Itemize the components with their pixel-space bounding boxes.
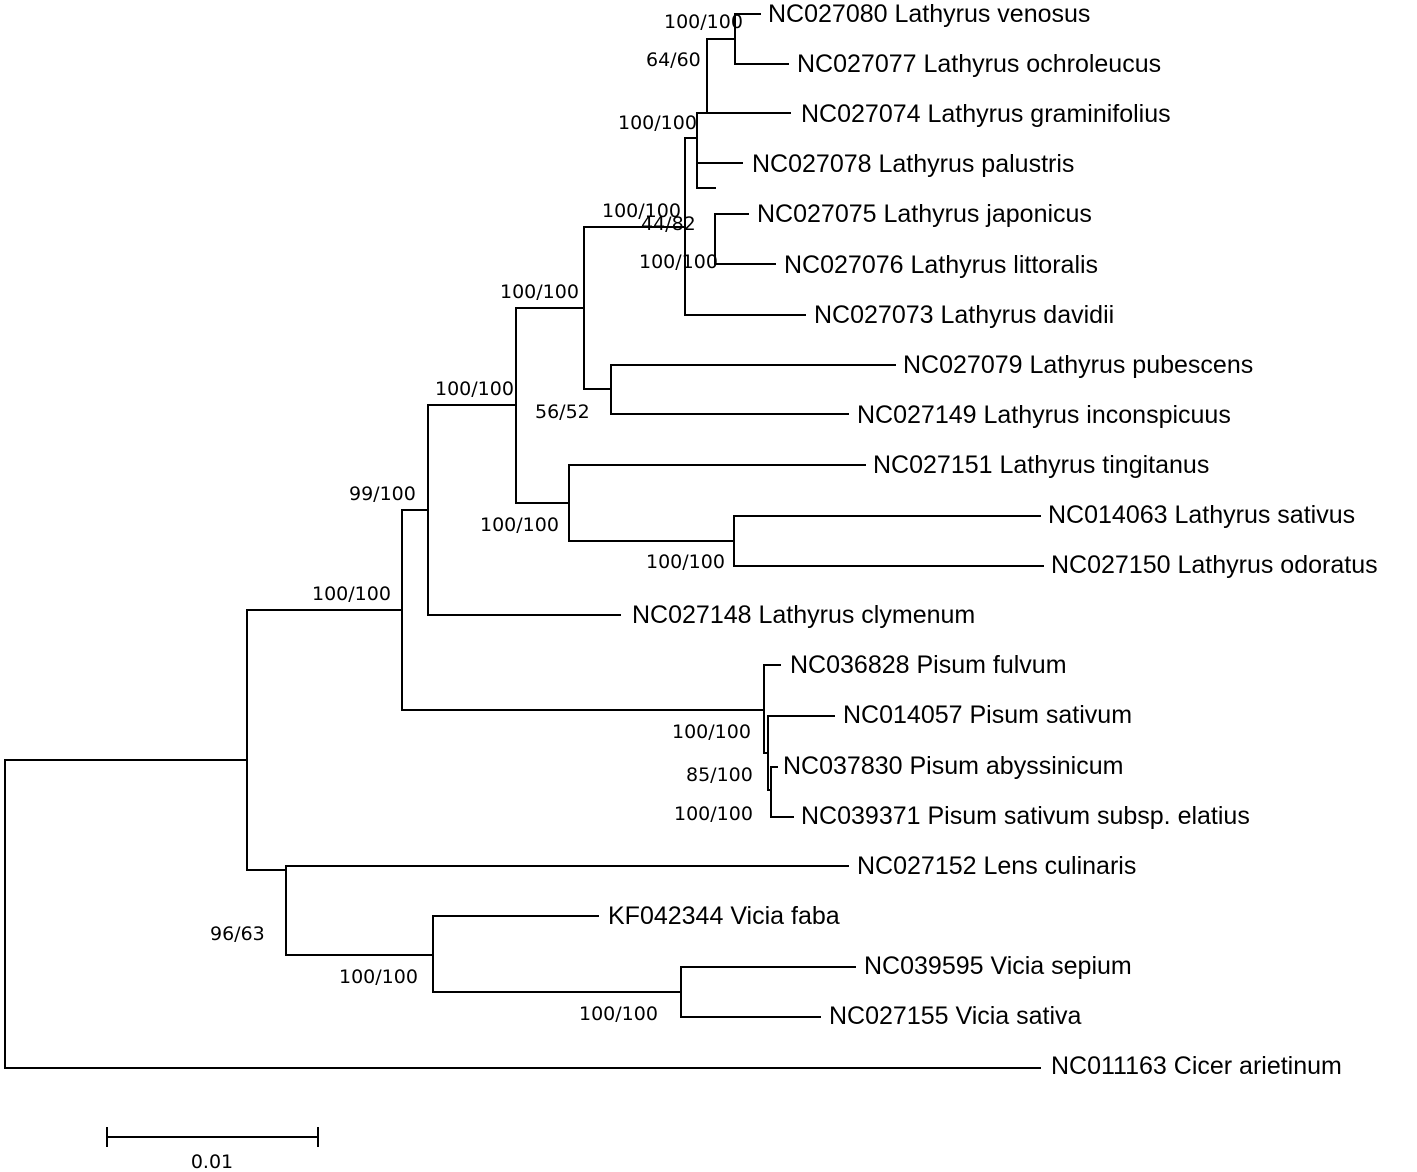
support-value: 100/100 <box>674 803 753 825</box>
support-value: 100/100 <box>435 378 514 400</box>
support-value: 99/100 <box>349 483 416 505</box>
taxon-label-vicia-sepium: NC039595 Vicia sepium <box>864 952 1132 980</box>
taxon-label-lathyrus-inconspicuus: NC027149 Lathyrus inconspicuus <box>857 401 1231 429</box>
support-value: 100/100 <box>646 551 725 573</box>
taxon-label-lathyrus-littoralis: NC027076 Lathyrus littoralis <box>784 251 1098 279</box>
support-value: 64/60 <box>646 49 701 71</box>
support-value: 100/100 <box>339 966 418 988</box>
taxon-label-lathyrus-ochroleucus: NC027077 Lathyrus ochroleucus <box>797 50 1161 78</box>
taxon-label-lathyrus-davidii: NC027073 Lathyrus davidii <box>814 301 1114 329</box>
taxon-label-vicia-sativa: NC027155 Vicia sativa <box>829 1002 1082 1030</box>
support-value: 96/63 <box>210 923 265 945</box>
support-value: 100/100 <box>480 514 559 536</box>
support-value: 100/100 <box>664 11 743 33</box>
support-value: 100/100 <box>579 1003 658 1025</box>
support-value: 100/100 <box>500 281 579 303</box>
taxon-label-pisum-sativum: NC014057 Pisum sativum <box>843 701 1132 729</box>
taxon-label-lathyrus-odoratus: NC027150 Lathyrus odoratus <box>1051 551 1378 579</box>
tree-branches <box>4 13 1044 1069</box>
taxon-labels: NC027080 Lathyrus venosus NC027077 Lathy… <box>608 0 1378 1080</box>
scale-bar: 0.01 <box>106 1127 319 1172</box>
taxon-label-lens-culinaris: NC027152 Lens culinaris <box>857 852 1136 880</box>
taxon-label-lathyrus-pubescens: NC027079 Lathyrus pubescens <box>903 351 1253 379</box>
taxon-label-lathyrus-japonicus: NC027075 Lathyrus japonicus <box>757 200 1092 228</box>
support-value: 100/100 <box>639 251 718 273</box>
taxon-label-vicia-faba: KF042344 Vicia faba <box>608 902 840 930</box>
support-value: 85/100 <box>686 764 753 786</box>
taxon-label-pisum-fulvum: NC036828 Pisum fulvum <box>790 651 1067 679</box>
support-values: 100/100 64/60 100/100 100/100 44/82 100/… <box>210 11 753 1025</box>
support-value: 56/52 <box>535 401 590 423</box>
taxon-label-pisum-sativum-elatius: NC039371 Pisum sativum subsp. elatius <box>801 802 1250 830</box>
support-value: 100/100 <box>672 721 751 743</box>
support-value: 44/82 <box>641 213 696 235</box>
taxon-label-cicer-arietinum: NC011163 Cicer arietinum <box>1051 1052 1342 1080</box>
taxon-label-lathyrus-clymenum: NC027148 Lathyrus clymenum <box>632 601 975 629</box>
taxon-label-lathyrus-graminifolius: NC027074 Lathyrus graminifolius <box>801 100 1171 128</box>
support-value: 100/100 <box>602 200 681 222</box>
taxon-label-lathyrus-venosus: NC027080 Lathyrus venosus <box>768 0 1090 28</box>
scale-bar-label: 0.01 <box>191 1151 233 1172</box>
support-value: 100/100 <box>618 112 697 134</box>
taxon-label-pisum-abyssinicum: NC037830 Pisum abyssinicum <box>783 752 1123 780</box>
taxon-label-lathyrus-sativus: NC014063 Lathyrus sativus <box>1048 501 1355 529</box>
taxon-label-lathyrus-palustris: NC027078 Lathyrus palustris <box>752 150 1074 178</box>
support-value: 100/100 <box>312 583 391 605</box>
taxon-label-lathyrus-tingitanus: NC027151 Lathyrus tingitanus <box>873 451 1209 479</box>
